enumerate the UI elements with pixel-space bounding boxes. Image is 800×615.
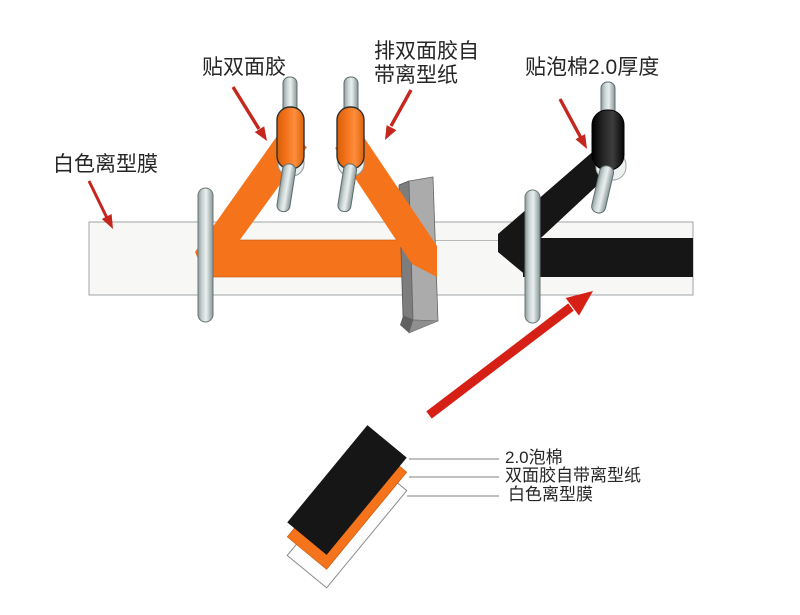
foam-roller [591,81,627,214]
arrow-white-film [87,180,113,229]
tape-roller-right [336,76,365,213]
label-apply-tape: 贴双面胶 [202,56,286,79]
arrow-apply-foam [558,98,587,149]
annotation-arrows [87,86,587,229]
legend-foam-layer: 2.0泡棉 [505,448,563,467]
legend-film-layer: 白色离型膜 [508,485,593,504]
product-stack [286,425,408,589]
guide-roller-right [524,189,541,324]
label-apply-foam: 贴泡棉2.0厚度 [525,56,660,79]
label-white-film: 白色离型膜 [53,153,158,176]
arrow-stack-to-belt [426,291,593,419]
legend-tape-layer: 双面胶自带离型纸 [505,466,641,485]
label-feed-tape-line2: 带离型纸 [374,64,458,87]
stack-leader-lines [407,458,499,497]
arrow-feed-tape [385,89,413,140]
label-feed-tape-line1: 排双面胶自 [374,40,479,63]
applied-foam-band [523,238,693,277]
stack-foam-layer [287,425,407,555]
applied-tape-band [202,239,403,278]
tape-roller-left [276,76,305,213]
arrow-apply-tape [231,86,267,141]
guide-roller-left [197,187,214,323]
label-feed-tape: 排双面胶自 带离型纸 [374,40,479,88]
